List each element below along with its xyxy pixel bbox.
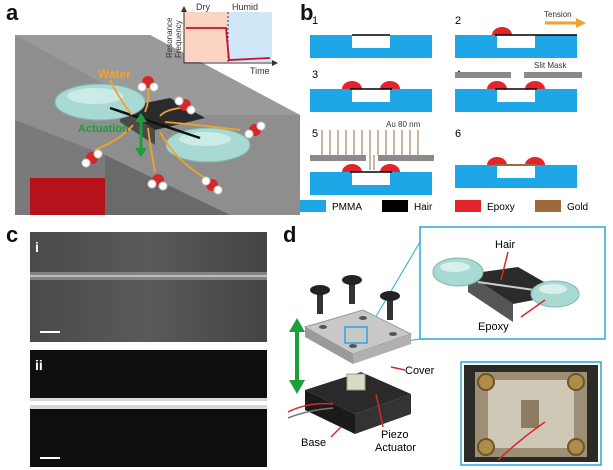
legend-swatch-hair — [382, 200, 408, 212]
step-number-3: 3 — [312, 69, 318, 81]
step-2-diagram: Tension — [455, 10, 586, 58]
label-epoxy-inset: Epoxy — [478, 321, 509, 333]
panel-c-letter: c — [6, 222, 19, 247]
water-molecules — [81, 76, 266, 195]
step-1-diagram — [310, 34, 432, 58]
label-tension: Tension — [544, 10, 572, 19]
panel-a-letter: a — [6, 0, 19, 25]
label-piezo-2: Actuator — [375, 442, 416, 454]
inset-ylabel-2: Frequency — [174, 20, 183, 58]
red-support-block — [30, 178, 105, 215]
legend-label-epoxy: Epoxy — [487, 202, 515, 213]
legend-swatch-epoxy — [455, 200, 481, 212]
panel-b-letter: b — [300, 0, 314, 25]
device-photo — [460, 361, 602, 466]
step-4-diagram: Slit Mask — [455, 61, 582, 112]
legend-swatch-gold — [535, 200, 561, 212]
step-5-diagram: Au 80 nm — [310, 120, 434, 195]
step-number-6: 6 — [455, 128, 461, 140]
panel-a-illustration: Water Actuation Dry Humid Time Resonance… — [15, 2, 300, 215]
label-base: Base — [301, 437, 326, 449]
legend-label-gold: Gold — [567, 202, 588, 213]
label-actuation: Actuation — [78, 123, 129, 135]
label-water: Water — [98, 67, 131, 81]
panel-b-legend: PMMA Hair Epoxy Gold — [300, 200, 588, 213]
label-hair-inset: Hair — [495, 239, 516, 251]
base-block — [287, 372, 411, 434]
label-piezo-1: Piezo — [381, 429, 409, 441]
step-number-1: 1 — [312, 15, 318, 27]
label-slit-mask: Slit Mask — [534, 61, 567, 70]
label-au-thickness: Au 80 nm — [386, 120, 421, 129]
resonance-inset-chart: Dry Humid Time Resonance Frequency — [165, 2, 278, 76]
micrograph-ii: ii — [30, 350, 267, 467]
panel-d-device-assembly: Hair Epoxy Cover Base Piezo Actuator — [287, 226, 606, 466]
screws — [310, 275, 400, 320]
step-3-diagram — [310, 81, 432, 112]
step-6-diagram — [455, 157, 577, 188]
panel-d-letter: d — [283, 222, 297, 247]
inset-region-humid: Humid — [232, 2, 258, 12]
cover-plate — [303, 309, 413, 364]
step-number-2: 2 — [455, 15, 461, 27]
legend-label-pmma: PMMA — [332, 202, 362, 213]
inset-xlabel: Time — [250, 66, 270, 76]
label-cover: Cover — [405, 365, 435, 377]
legend-swatch-pmma — [300, 200, 326, 212]
inset-region-dry: Dry — [196, 2, 210, 12]
legend-label-hair: Hair — [414, 202, 433, 213]
micrograph-ii-label: ii — [35, 357, 43, 373]
inset-ylabel-1: Resonance — [165, 17, 174, 58]
step-number-5: 5 — [312, 128, 318, 140]
panel-c-micrographs: i ii — [30, 232, 267, 467]
micrograph-i-label: i — [35, 239, 39, 255]
piezo-actuator — [346, 373, 366, 391]
micrograph-i: i — [30, 232, 267, 342]
hair-fiber — [109, 106, 201, 140]
panel-b-fabrication-steps: 1 2 3 4 5 6 Tension Slit Mask — [300, 10, 588, 213]
